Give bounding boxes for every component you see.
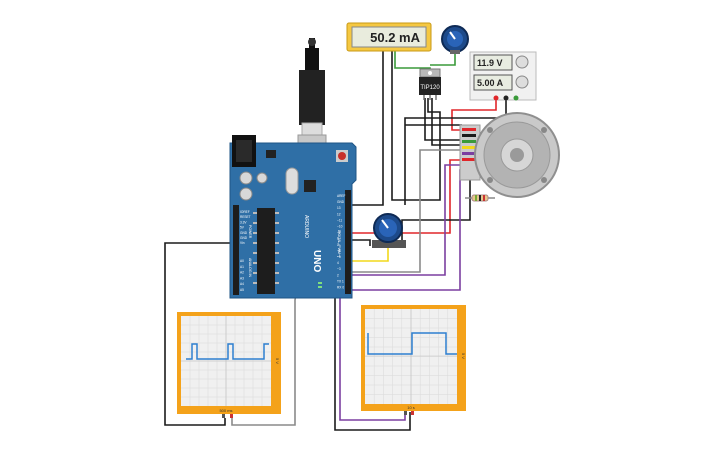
wire-red-right xyxy=(400,159,468,234)
wire-transistor-gnd xyxy=(431,98,462,146)
transistor-label: TIP120 xyxy=(420,85,440,91)
psu-current-knob[interactable] xyxy=(515,75,529,89)
digital-pin-label: 8 xyxy=(337,237,339,241)
analog-pin-label: A2 xyxy=(240,271,244,275)
analog-pin-label: A5 xyxy=(240,288,244,292)
digital-pin-label: ~11 xyxy=(337,218,342,222)
scope-right-volt-label: 5 V xyxy=(461,353,466,359)
digital-pin-label: RX 0 xyxy=(337,286,344,290)
digital-pin-label: AREF xyxy=(337,194,346,198)
wire-purple-scope xyxy=(339,295,406,421)
digital-pin-label: ~5 xyxy=(337,255,341,259)
wire-multimeter-red xyxy=(391,50,441,201)
potentiometer-top[interactable] xyxy=(441,25,469,54)
power-pin-label: GND xyxy=(240,236,248,240)
wire-black-gnd-pot xyxy=(352,239,371,246)
dc-motor[interactable] xyxy=(459,112,560,198)
digital-pin-label: GND xyxy=(337,200,345,204)
scope-trace-left xyxy=(186,343,269,360)
digital-pin-label: ~10 xyxy=(337,225,343,229)
scope-left-volt-label: 5 V xyxy=(275,358,280,364)
wire-gray-motor xyxy=(338,149,462,273)
resistor[interactable] xyxy=(465,194,495,202)
power-title: POWER xyxy=(248,225,252,239)
arduino-uno[interactable]: ARDUINO UNO IOREFRESET3.3V5VGNDGNDVinA0A… xyxy=(229,38,357,299)
analog-title: ANALOG IN xyxy=(248,258,252,278)
header-labels-digital: AREF GND 13 12 ~11 ~10 ~9 8 7 ~6 ~5 4 ~3 2 TX 1 RX 0 xyxy=(337,194,346,290)
scope-trace-right xyxy=(367,332,457,355)
multimeter[interactable]: 50.2 mA xyxy=(346,22,432,52)
psu-current: 5.00 A xyxy=(477,78,504,88)
analog-pin-label: A3 xyxy=(240,276,244,280)
digital-pin-label: ~3 xyxy=(337,267,341,271)
power-pin-label: 3.3V xyxy=(240,220,247,224)
digital-pin-label: 4 xyxy=(337,261,339,265)
potentiometer-main[interactable] xyxy=(372,213,406,248)
arduino-model-label: UNO xyxy=(311,250,322,272)
digital-pin-label: ~6 xyxy=(337,249,341,253)
wire-purple-1 xyxy=(352,164,468,276)
analog-pin-label: A0 xyxy=(240,259,244,263)
wire-black-scope-right xyxy=(334,285,411,431)
power-pin-label: Vin xyxy=(240,241,245,245)
wire-psu-black xyxy=(404,98,507,205)
power-pin-label: 5V xyxy=(240,226,245,230)
digital-pin-label: 7 xyxy=(337,243,339,247)
psu-voltage-knob[interactable] xyxy=(515,55,529,69)
digital-pin-label: ~9 xyxy=(337,231,341,235)
transistor-tip120[interactable]: TIP120 xyxy=(419,68,441,100)
scope-right-time-label: 10 s xyxy=(407,405,415,410)
psu-voltage: 11.9 V xyxy=(477,58,503,68)
multimeter-reading: 50.2 mA xyxy=(370,30,420,45)
analog-pin-label: A1 xyxy=(240,265,244,269)
digital-title: DIGITAL (PWM~) xyxy=(337,230,341,257)
scope-left-time-label: 500 ms xyxy=(219,408,232,413)
wire-psu-red xyxy=(451,98,497,131)
digital-pin-label: TX 1 xyxy=(337,279,344,283)
digital-pin-label: 2 xyxy=(337,273,339,277)
analog-pin-label: A4 xyxy=(240,282,244,286)
power-pin-label: RESET xyxy=(240,215,251,219)
power-supply[interactable]: 11.9 V 5.00 A xyxy=(469,51,537,101)
power-pin-label: GND xyxy=(240,231,248,235)
wire-black-gnd-left xyxy=(164,242,240,426)
arduino-brand-label: ARDUINO xyxy=(303,215,309,238)
digital-pin-label: 12 xyxy=(337,212,341,216)
digital-pin-label: 13 xyxy=(337,206,341,210)
oscilloscope-right[interactable]: 10 s 5 V xyxy=(361,305,466,415)
wire-green-pot2 xyxy=(430,52,456,66)
power-pin-label: IOREF xyxy=(240,210,250,214)
wire-multimeter-black xyxy=(352,50,384,206)
oscilloscope-left[interactable]: 500 ms 5 V xyxy=(177,312,281,418)
wire-transistor-motor xyxy=(424,98,462,141)
